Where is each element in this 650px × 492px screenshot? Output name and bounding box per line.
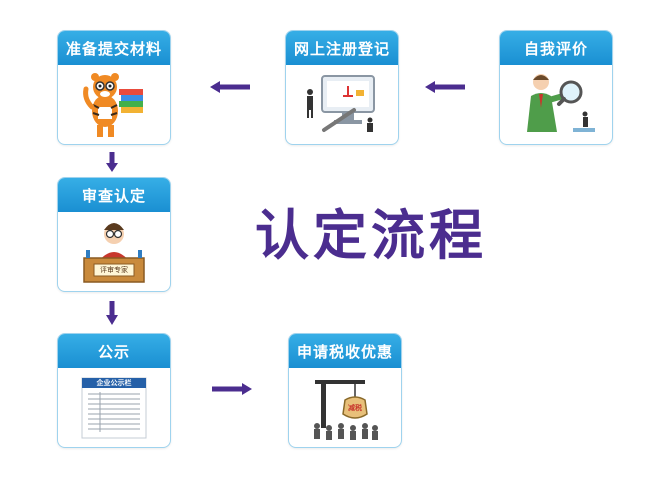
step-title-online-registration: 网上注册登记 — [286, 31, 398, 65]
arrow-left-icon — [208, 79, 252, 99]
step-title-apply-tax-incentive: 申请税收优惠 — [289, 334, 401, 368]
step-title-self-evaluation: 自我评价 — [500, 31, 612, 65]
tax-reduction-crowd-icon: 减税 — [305, 374, 385, 442]
arrow-down-icon — [104, 151, 120, 177]
magnifying-glass-man-icon — [517, 68, 595, 142]
computer-registration-icon — [300, 70, 384, 140]
arrow-down-icon — [104, 300, 120, 330]
step-title-review-certification: 审查认定 — [58, 178, 170, 212]
step-title-prepare-materials: 准备提交材料 — [58, 31, 170, 65]
tax-reduction-label: 减税 — [348, 403, 362, 412]
diagram-title: 认定流程 — [255, 203, 487, 267]
step-card-publicity: 公示 企业公示栏 — [57, 333, 171, 448]
step-card-apply-tax-incentive: 申请税收优惠 减税 — [288, 333, 402, 448]
step-card-review-certification: 审查认定 评审专家 — [57, 177, 171, 292]
step-card-online-registration: 网上注册登记 — [285, 30, 399, 145]
step-title-publicity: 公示 — [58, 334, 170, 368]
arrow-left-icon — [423, 79, 467, 99]
public-notice-document-icon: 企业公示栏 — [78, 376, 150, 440]
step-card-prepare-materials: 准备提交材料 — [57, 30, 171, 145]
step-card-self-evaluation: 自我评价 — [499, 30, 613, 145]
tiger-with-books-icon — [79, 67, 149, 143]
expert-desk-icon: 评审专家 — [76, 218, 152, 286]
expert-desk-sign: 评审专家 — [100, 265, 128, 274]
public-notice-heading: 企业公示栏 — [96, 378, 132, 387]
arrow-right-icon — [210, 381, 254, 401]
